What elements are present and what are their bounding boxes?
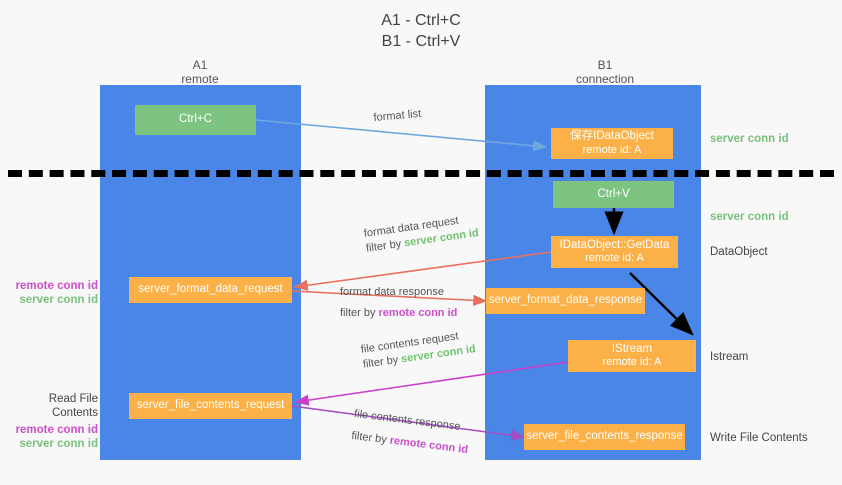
box-server-format-data-request[interactable]: server_format_data_request — [129, 277, 292, 303]
column-header-b1: B1 connection — [505, 58, 705, 86]
box-idataobject-getdata-line2: remote id: A — [585, 252, 644, 264]
box-server-format-data-response[interactable]: server_format_data_response — [486, 288, 645, 314]
filter-prefix: filter by — [350, 429, 391, 447]
box-ctrl-c-label: Ctrl+C — [179, 113, 212, 126]
annotation-istream-label: Istream — [710, 351, 749, 363]
box-ctrl-v[interactable]: Ctrl+V — [553, 181, 674, 208]
box-istream[interactable]: IStream remote id: A — [568, 340, 696, 372]
box-save-idataobject-line1: 保存IDataObject — [570, 130, 654, 142]
box-idataobject-getdata-line1: IDataObject::GetData — [559, 238, 670, 251]
box-idataobject-getdata[interactable]: IDataObject::GetData remote id: A — [551, 236, 678, 268]
box-server-file-contents-response[interactable]: server_file_contents_response — [524, 424, 685, 450]
filter-prefix: filter by — [340, 307, 379, 319]
title-line-2: B1 - Ctrl+V — [381, 33, 461, 50]
box-save-idataobject[interactable]: 保存IDataObject remote id: A — [551, 128, 673, 159]
box-server-format-data-request-label: server_format_data_request — [138, 283, 283, 296]
column-header-a1: A1 remote — [100, 58, 300, 86]
annotation-bottom-server-conn-id: server conn id — [19, 438, 98, 450]
column-a1-sub: remote — [181, 72, 219, 86]
column-a1-name: A1 — [192, 58, 208, 72]
page-title: A1 - Ctrl+C B1 - Ctrl+V — [0, 10, 842, 52]
annotation-istream: Istream — [710, 350, 748, 364]
annotation-mid-server-conn-id: server conn id — [19, 294, 98, 306]
annotation-mid-conn-ids: remote conn id server conn id — [10, 279, 98, 307]
phase-divider — [8, 170, 834, 177]
column-b1-sub: connection — [575, 72, 635, 86]
annotation-write-file-contents-label: Write File Contents — [710, 432, 808, 444]
annotation-bottom-remote-conn-id: remote conn id — [15, 424, 98, 436]
annotation-mid-remote-conn-id: remote conn id — [15, 280, 98, 292]
annotation-server-conn-id-mid-label: server conn id — [710, 211, 789, 223]
annotation-server-conn-id-top-label: server conn id — [710, 133, 789, 145]
filter-key-remote-conn-id: remote conn id — [378, 307, 458, 319]
filter-prefix: filter by — [365, 237, 406, 255]
annotation-dataobject: DataObject — [710, 245, 768, 259]
annotation-write-file-contents: Write File Contents — [710, 431, 808, 445]
box-ctrl-v-label: Ctrl+V — [597, 187, 630, 200]
annotation-read-file-contents-label: Read File Contents — [48, 393, 98, 419]
box-ctrl-c[interactable]: Ctrl+C — [135, 105, 256, 135]
arrow-label-format-data-request: format data request filter by server con… — [363, 211, 480, 257]
arrow-label-format-data-response-line1: format data response — [340, 286, 444, 298]
annotation-dataobject-label: DataObject — [710, 246, 768, 258]
box-istream-line1: IStream — [611, 342, 653, 355]
arrow-label-format-data-response-filter: filter by remote conn id — [340, 306, 457, 321]
filter-prefix: filter by — [362, 353, 403, 371]
arrow-label-file-contents-request: file contents request filter by server c… — [360, 327, 477, 373]
filter-key-remote-conn-id: remote conn id — [388, 434, 469, 457]
box-save-idataobject-line2: remote id: A — [582, 143, 642, 156]
box-server-file-contents-response-label: server_file_contents_response — [526, 430, 683, 443]
box-server-file-contents-request[interactable]: server_file_contents_request — [129, 393, 292, 419]
annotation-server-conn-id-mid: server conn id — [710, 210, 789, 224]
column-b1-name: B1 — [597, 58, 613, 72]
annotation-read-file-contents-group: Read File Contents remote conn id server… — [4, 392, 98, 451]
arrow-label-format-list-text: format list — [373, 107, 422, 124]
title-line-1: A1 - Ctrl+C — [381, 12, 461, 29]
annotation-server-conn-id-top: server conn id — [710, 132, 789, 146]
arrow-label-file-contents-response: file contents response filter by remote … — [350, 407, 471, 458]
box-server-format-data-response-label: server_format_data_response — [488, 294, 643, 307]
box-server-file-contents-request-label: server_file_contents_request — [136, 399, 285, 412]
arrow-label-format-list: format list — [373, 107, 422, 126]
arrow-label-format-data-response: format data response filter by remote co… — [340, 285, 457, 321]
box-istream-line2: remote id: A — [602, 356, 662, 368]
